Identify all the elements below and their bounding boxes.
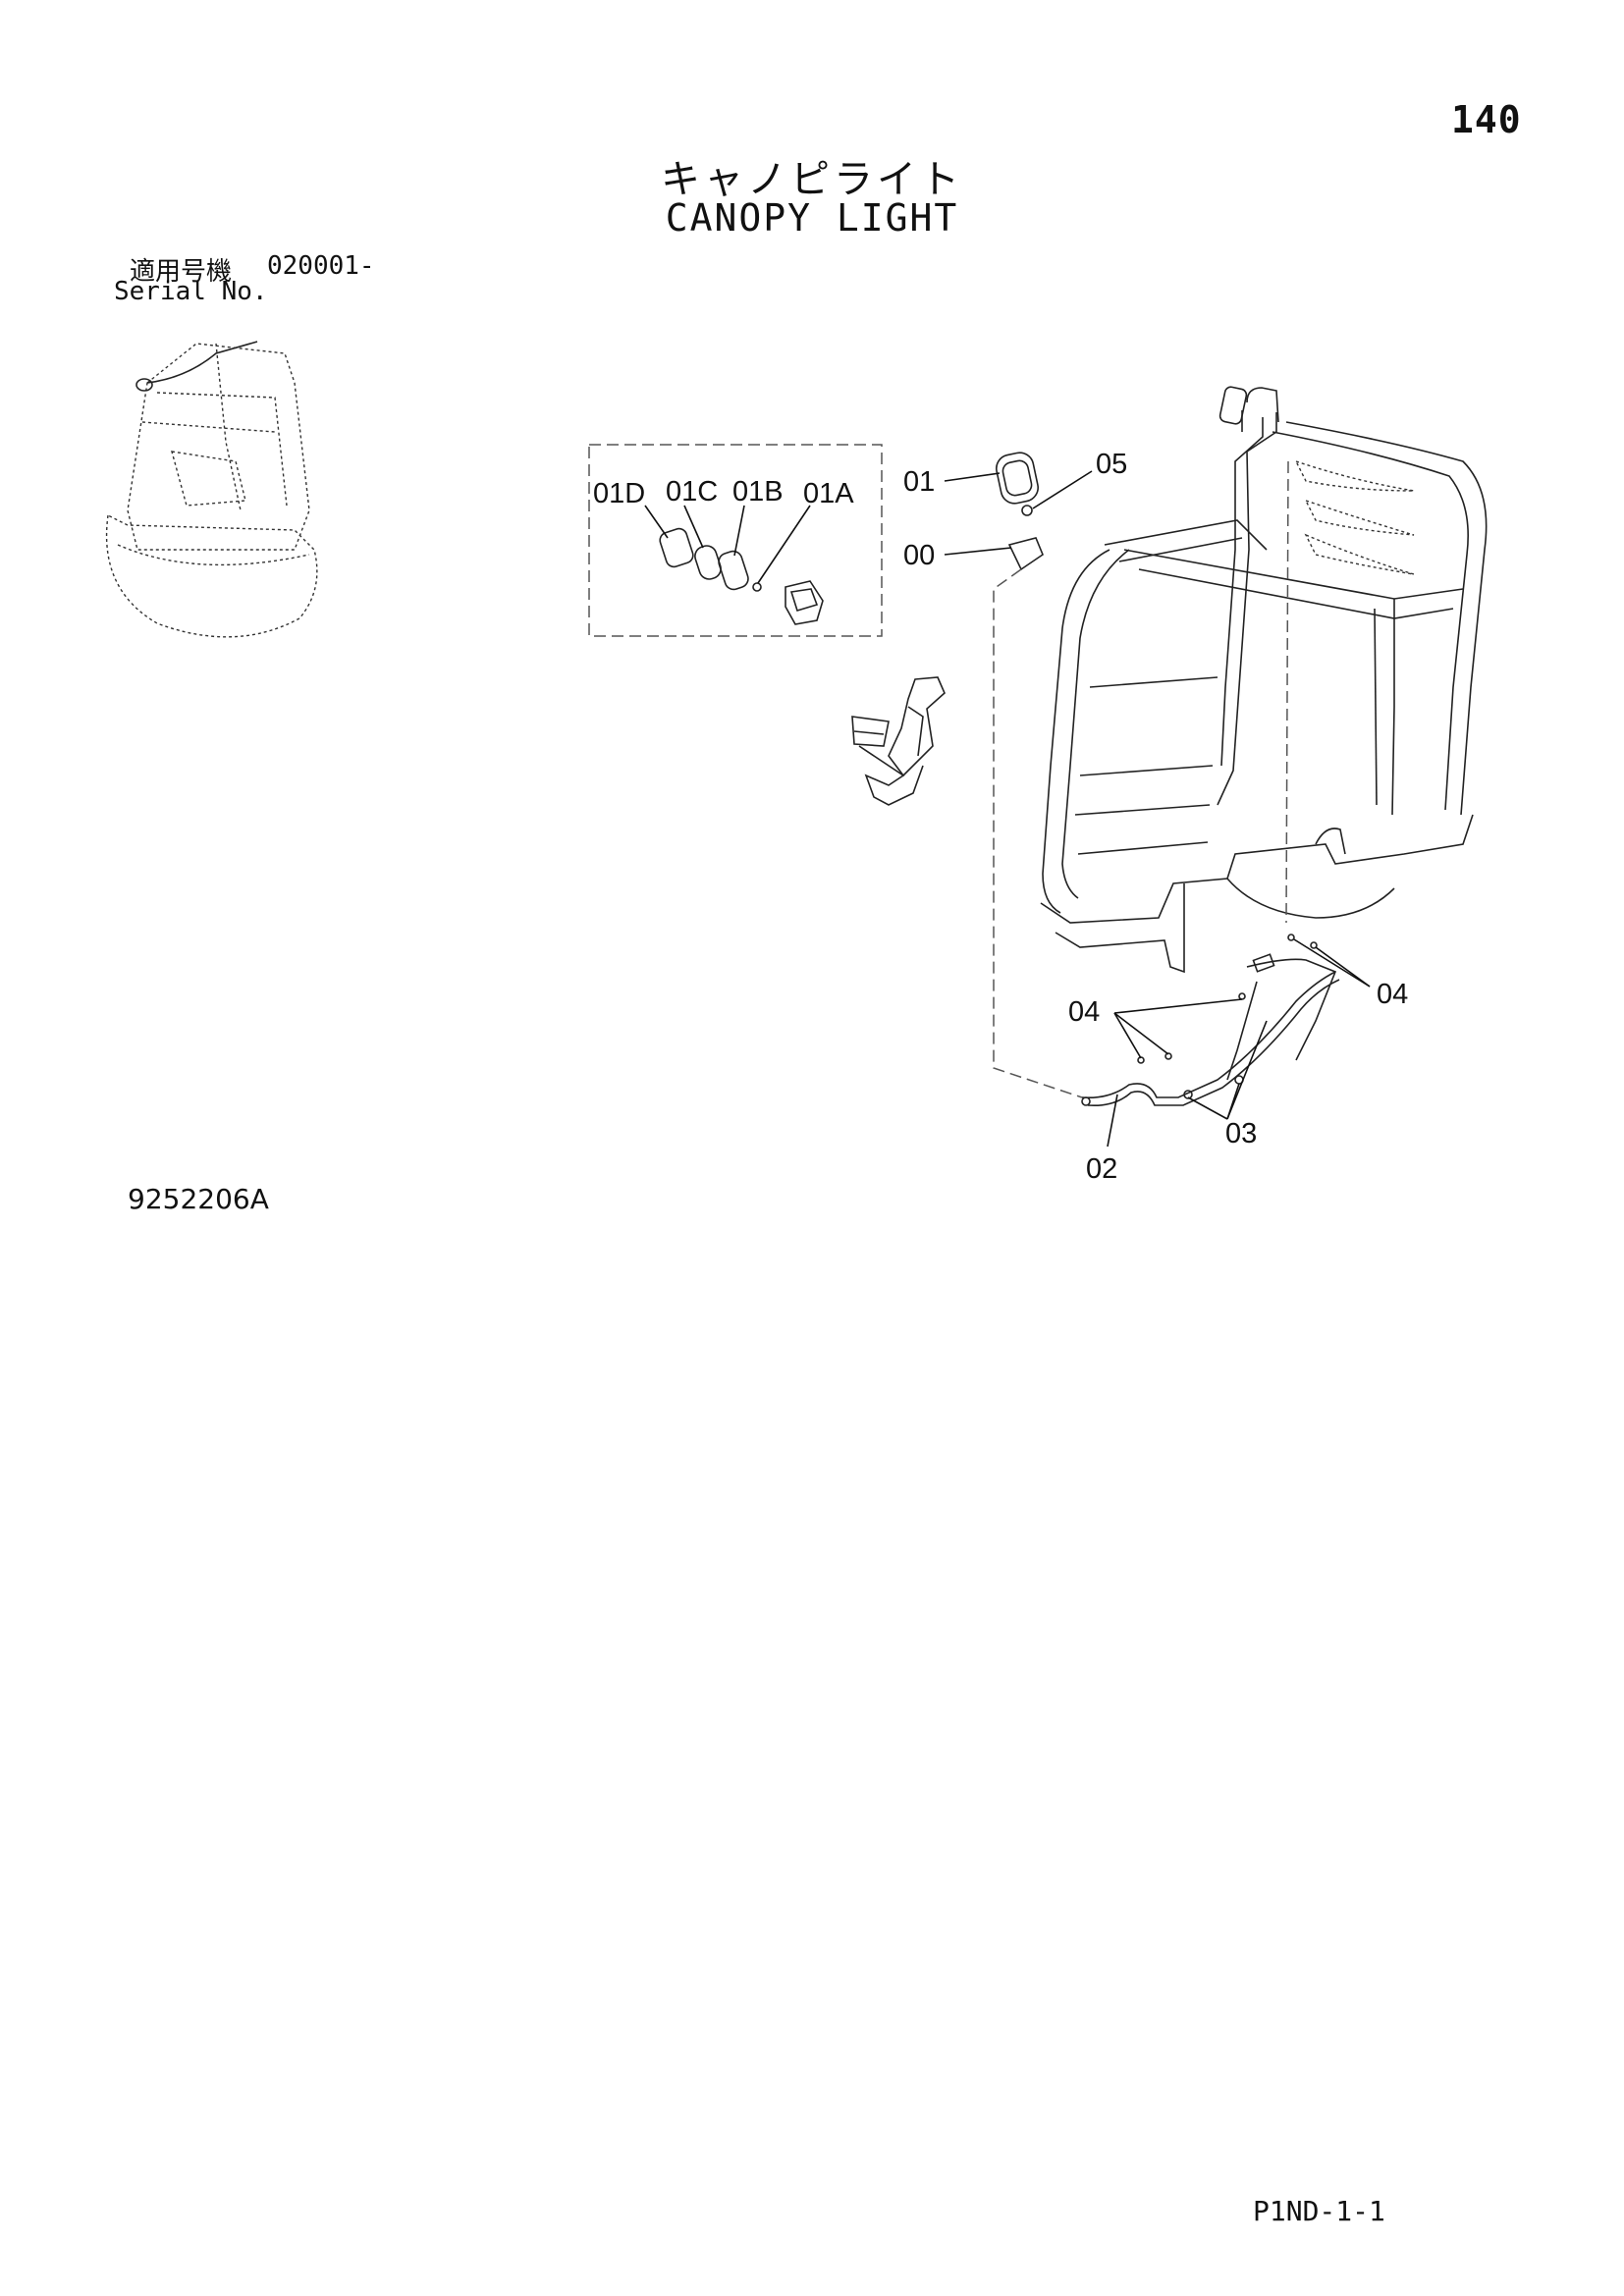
- callout-02: 02: [1086, 1153, 1117, 1185]
- callout-04-right: 04: [1377, 979, 1408, 1010]
- callout-05: 05: [1096, 449, 1127, 480]
- part-01-lamp: [996, 452, 1039, 505]
- part-lamp-housing: [785, 580, 824, 625]
- callout-01C: 01C: [666, 476, 718, 507]
- serial-value: 020001-: [267, 251, 375, 281]
- locator-lamp-icon: [135, 378, 153, 392]
- part-03-clamp: [1183, 1090, 1193, 1099]
- callout-03: 03: [1225, 1118, 1257, 1149]
- callout-00: 00: [903, 540, 935, 571]
- part-01d-gasket: [659, 527, 694, 568]
- part-04-clip: [1238, 992, 1246, 1000]
- callout-01A: 01A: [803, 478, 854, 509]
- serial-label-english: Serial No.: [114, 277, 268, 306]
- routing-dashed-line: [993, 568, 1083, 1098]
- footer-code: P1ND-1-1: [1253, 2195, 1385, 2227]
- routing-dashed-line-rear: [1285, 460, 1289, 924]
- canopy-light-mounted-icon: [1218, 386, 1248, 425]
- callout-01: 01: [903, 466, 935, 498]
- canopy-frame: [1040, 386, 1488, 974]
- machine-locator-sketch: [105, 341, 318, 638]
- part-01a-screw: [752, 582, 762, 592]
- part-04-clip: [1310, 941, 1318, 949]
- callout-01B: 01B: [732, 476, 784, 507]
- canopy-lamp-assembly: 01 05 00: [903, 449, 1127, 571]
- serial-label-japanese: 適用号機: [130, 257, 233, 287]
- part-04-clip: [1287, 934, 1295, 941]
- title-japanese: キャノピライト: [661, 157, 963, 202]
- page-number: 140: [1451, 98, 1522, 141]
- detail-box: [588, 444, 883, 637]
- drawing-number: 9252206A: [128, 1183, 269, 1215]
- wire-harness: 04 04 03 02: [1068, 934, 1408, 1185]
- callout-01D: 01D: [593, 478, 645, 509]
- harness-connector-icon: [1252, 953, 1275, 973]
- lamp-exploded-detail: 01D 01C 01B 01A: [588, 444, 883, 637]
- part-01b-seal: [718, 550, 749, 591]
- part-00-bracket: [1007, 537, 1044, 571]
- front-direction-arrow-icon: [851, 676, 946, 806]
- title-english: CANOPY LIGHT: [665, 196, 959, 240]
- part-05-nut: [1021, 505, 1033, 516]
- callout-04-left: 04: [1068, 996, 1100, 1028]
